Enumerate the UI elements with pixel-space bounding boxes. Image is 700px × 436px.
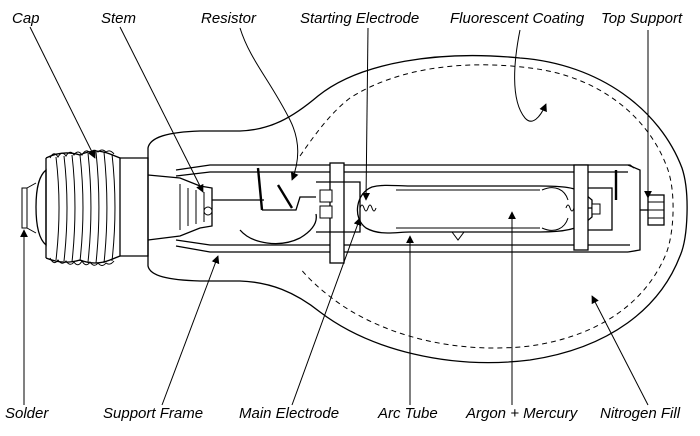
resistor (212, 167, 317, 245)
label-resistor: Resistor (201, 10, 257, 27)
leader-cap (29, 26, 96, 159)
bulb-neck (120, 157, 149, 257)
leader-support-frame (161, 255, 220, 406)
label-stem: Stem (101, 10, 137, 27)
label-arc-tube: Arc Tube (378, 405, 438, 422)
leader-nitrogen-fill (591, 295, 649, 406)
arc-tube (356, 184, 600, 241)
left-mount (316, 162, 361, 264)
outer-bulb (147, 54, 688, 364)
leader-main-electrode (291, 217, 362, 406)
label-support-frame: Support Frame (103, 405, 204, 422)
label-top-support: Top Support (601, 10, 683, 27)
label-cap: Cap (12, 10, 40, 27)
screw-cap (21, 149, 121, 266)
fluorescent-coating-line (299, 64, 674, 349)
label-solder: Solder (5, 405, 49, 422)
leader-starting-electrode (362, 27, 371, 201)
label-nitrogen-fill: Nitrogen Fill (600, 405, 681, 422)
leader-stem (119, 26, 204, 193)
label-fluorescent-coating: Fluorescent Coating (450, 10, 585, 27)
label-starting-electrode: Starting Electrode (300, 10, 420, 27)
label-main-electrode: Main Electrode (239, 405, 340, 422)
label-argon-mercury: Argon + Mercury (466, 405, 578, 422)
leader-fluorescent-coating (514, 29, 547, 122)
leader-lines (20, 26, 652, 406)
stem (147, 174, 213, 241)
leader-resistor (239, 27, 299, 181)
right-mount (573, 164, 665, 251)
